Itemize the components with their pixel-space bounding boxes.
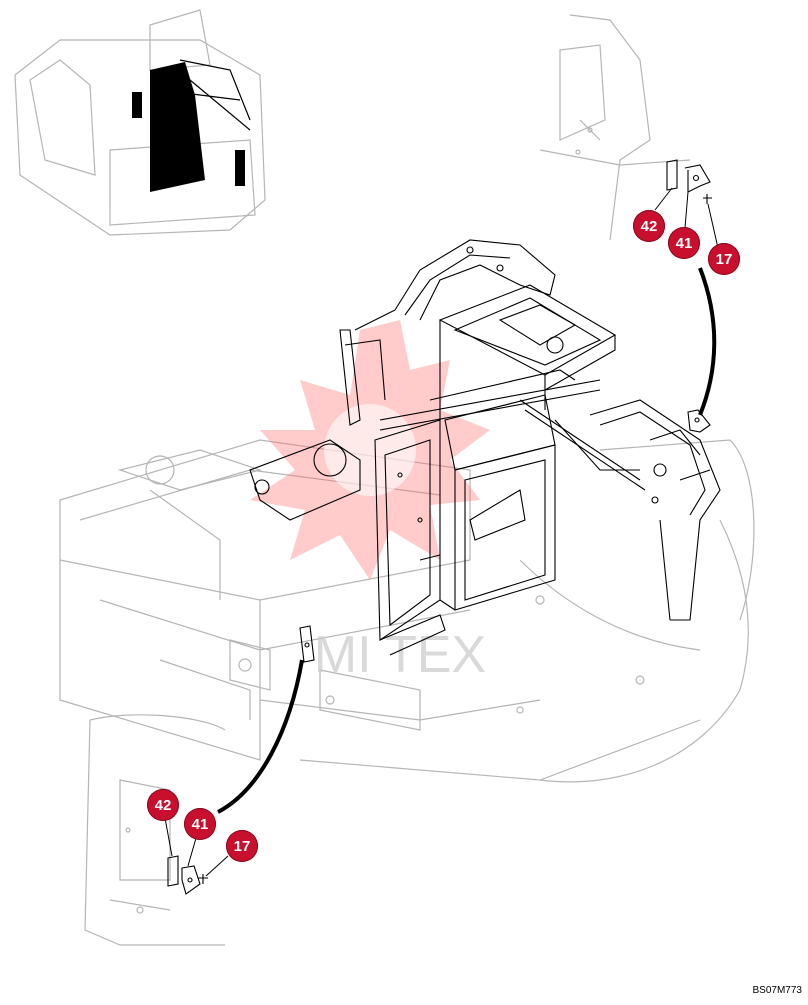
watermark-gear-hub: [324, 404, 416, 496]
hardware-mounted-bottom: [299, 625, 315, 663]
callout-42-top: 42: [633, 210, 665, 242]
callout-17-top: 17: [708, 243, 740, 275]
callout-41-bottom: 41: [184, 808, 216, 840]
watermark-text: MI TEX: [314, 626, 486, 684]
chassis-ghost: [59, 439, 755, 783]
side-panel-ghost-top: [539, 14, 691, 241]
support-frame: [249, 239, 721, 656]
hardware-set-bottom: [164, 817, 229, 895]
hardware-mounted-top: [687, 409, 711, 433]
callout-41-top: 41: [668, 227, 700, 259]
drawing-code: BS07M773: [752, 985, 802, 996]
hardware-set-top: [654, 159, 719, 249]
side-panel-ghost-bottom: [84, 714, 226, 946]
callout-42-bottom: 42: [147, 789, 179, 821]
leader-line-top: [698, 267, 717, 416]
callout-17-bottom: 17: [226, 830, 258, 862]
leader-line-bottom: [217, 659, 304, 814]
location-thumbnail: [14, 9, 266, 236]
